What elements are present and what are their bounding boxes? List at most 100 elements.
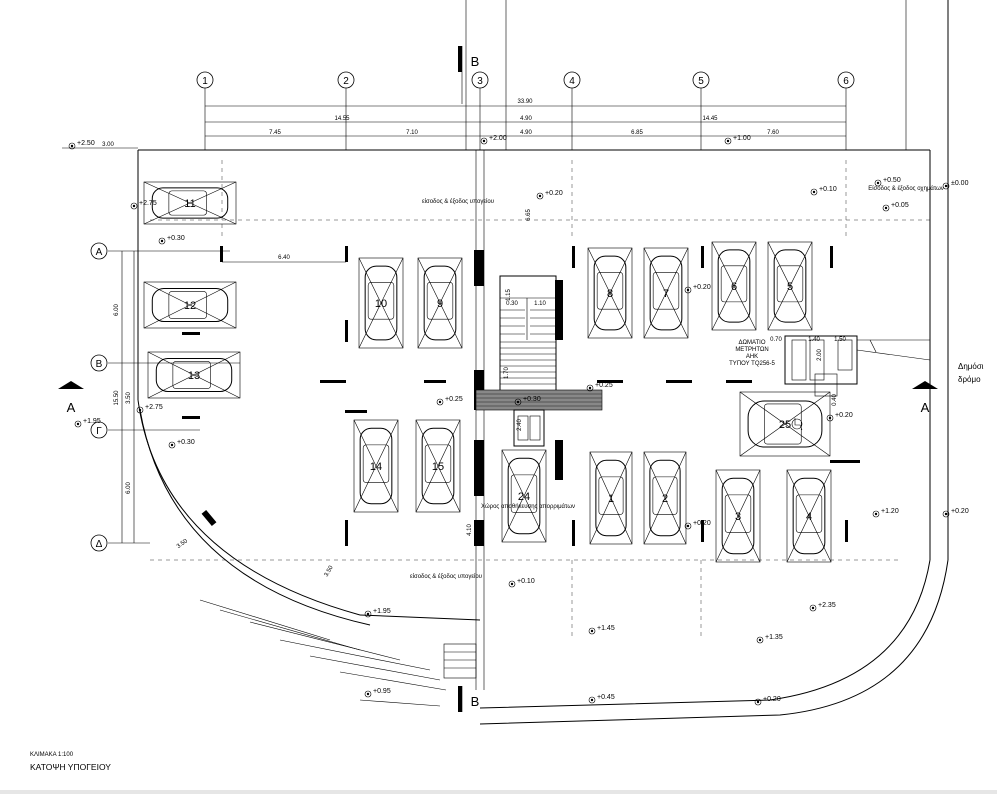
- grid-bubble-3: 3: [471, 71, 489, 89]
- dim-overall: 33.90: [517, 99, 533, 105]
- level-value: +1.00: [733, 135, 751, 142]
- level-marker: +0.95: [364, 688, 391, 698]
- parking-space-24: 24: [501, 449, 547, 543]
- car-icon: [151, 287, 229, 323]
- level-marker: +0.45: [588, 694, 615, 704]
- parking-space-number: 9: [437, 298, 443, 310]
- car-icon: [423, 265, 457, 341]
- level-marker: +0.20: [826, 412, 853, 422]
- car-icon: [649, 459, 681, 537]
- car-icon: [151, 187, 229, 219]
- entrance-note-3: Είσοδος & έξοδος οχημάτων: [868, 185, 944, 192]
- car-icon: [359, 427, 393, 505]
- meter-room-label-2: ΜΕΤΡΗΤΩΝ: [735, 347, 768, 353]
- section-markers: Β Β Α Α: [58, 46, 938, 712]
- car-icon: [721, 477, 755, 555]
- level-value: +2.75: [145, 404, 163, 411]
- svg-text:6.00: 6.00: [114, 304, 120, 316]
- level-value: +1.20: [881, 508, 899, 515]
- building-outline: [137, 0, 949, 725]
- level-value: +2.00: [489, 135, 507, 142]
- parking-space-number: 1: [608, 493, 614, 505]
- title-block: ΚΛΙΜΑΚΑ 1:100 ΚΑΤΟΨΗ ΥΠΟΓΕΙΟΥ: [30, 752, 111, 772]
- level-marker: +2.75: [130, 200, 157, 210]
- level-value: +0.10: [517, 578, 535, 585]
- parking-space-number: 11: [184, 198, 195, 210]
- parking-space-number: 24: [518, 491, 530, 503]
- level-value: +0.20: [693, 520, 711, 527]
- level-marker: +0.05: [882, 202, 909, 212]
- svg-text:4.90: 4.90: [520, 130, 532, 136]
- svg-text:3: 3: [477, 76, 483, 87]
- level-marker: +1.20: [872, 508, 899, 518]
- svg-text:2.40: 2.40: [517, 419, 523, 431]
- parking-space-6: 6: [711, 241, 757, 331]
- level-value: +0.95: [373, 688, 391, 695]
- svg-text:4: 4: [569, 76, 575, 87]
- stair-core: [475, 275, 603, 447]
- level-marker: +0.20: [684, 284, 711, 294]
- grid-bubble-A: Α: [90, 242, 108, 260]
- grid-axes: 1 2 3 4 5 6 Α Β Γ Δ: [90, 71, 855, 552]
- grid-bubble-D: Δ: [90, 534, 108, 552]
- meter-room-label-4: ΤΥΠΟΥ TQ256-5: [729, 361, 775, 367]
- level-value: +2.75: [139, 200, 157, 207]
- level-value: +0.25: [595, 382, 613, 389]
- car-icon: [507, 457, 541, 535]
- parking-space-1: 1: [589, 451, 633, 545]
- level-marker: +0.20: [754, 696, 781, 706]
- annotations: είσοδος & έξοδος υπογείου είσοδος & έξοδ…: [410, 185, 944, 580]
- grid-bubble-2: 2: [337, 71, 355, 89]
- drawing-title: ΚΑΤΟΨΗ ΥΠΟΓΕΙΟΥ: [30, 762, 111, 772]
- car-icon: [773, 249, 807, 323]
- svg-text:0.30: 0.30: [506, 301, 518, 307]
- ramp-hatch: [199, 599, 477, 707]
- meter-room: [784, 335, 931, 397]
- level-value: +0.20: [693, 284, 711, 291]
- parking-space-number: 15: [432, 461, 444, 473]
- svg-text:6.40: 6.40: [278, 255, 290, 261]
- grid-bubble-4: 4: [563, 71, 581, 89]
- level-value: +0.20: [545, 190, 563, 197]
- svg-text:3.50: 3.50: [126, 392, 132, 404]
- parking-space-number: 7: [663, 288, 669, 300]
- svg-text:0.40: 0.40: [832, 394, 838, 406]
- svg-text:2.00: 2.00: [817, 349, 823, 361]
- section-mark-top: Β: [471, 54, 480, 69]
- level-marker: +0.25: [586, 382, 613, 392]
- level-marker: +0.20: [536, 190, 563, 200]
- level-value: ±0.00: [951, 180, 969, 187]
- svg-text:15.50: 15.50: [114, 390, 120, 406]
- level-markers: +2.50+2.00+1.00+0.20+0.10+0.50±0.00+0.05…: [68, 135, 969, 706]
- meter-room-label-1: ΔΩΜΑΤΙΟ: [738, 340, 765, 346]
- car-icon: [364, 265, 398, 341]
- level-marker: ±0.00: [942, 180, 969, 190]
- parking-space-15: 15: [415, 419, 461, 513]
- svg-text:6.00: 6.00: [126, 482, 132, 494]
- level-value: +0.30: [177, 439, 195, 446]
- parking-space-number: 25: [779, 419, 791, 431]
- svg-text:14.55: 14.55: [334, 116, 350, 122]
- parking-space-number: 2: [662, 493, 668, 505]
- parking-space-9: 9: [417, 257, 463, 349]
- parking-space-number: 13: [188, 370, 200, 382]
- svg-text:4.90: 4.90: [520, 116, 532, 122]
- svg-text:2: 2: [343, 76, 349, 87]
- level-value: +0.10: [819, 186, 837, 193]
- svg-text:7.60: 7.60: [767, 130, 779, 136]
- parking-space-number: 12: [184, 300, 196, 312]
- level-value: +2.35: [818, 602, 836, 609]
- parking-space-7: 7: [643, 247, 689, 339]
- road-label-line-1: Δημόσι: [958, 362, 984, 371]
- grid-bubble-B: Β: [90, 354, 108, 372]
- level-marker: +1.95: [364, 608, 391, 618]
- car-icon: [421, 427, 455, 505]
- level-marker: +1.00: [724, 135, 751, 145]
- grid-bubble-6: 6: [837, 71, 855, 89]
- svg-text:1.10: 1.10: [534, 301, 546, 307]
- parking-space-11: 11: [143, 181, 237, 225]
- svg-text:5: 5: [698, 76, 704, 87]
- entrance-note-2: είσοδος & έξοδος υπογείου: [410, 573, 482, 580]
- svg-text:Α: Α: [96, 247, 103, 258]
- level-value: +1.35: [765, 634, 783, 641]
